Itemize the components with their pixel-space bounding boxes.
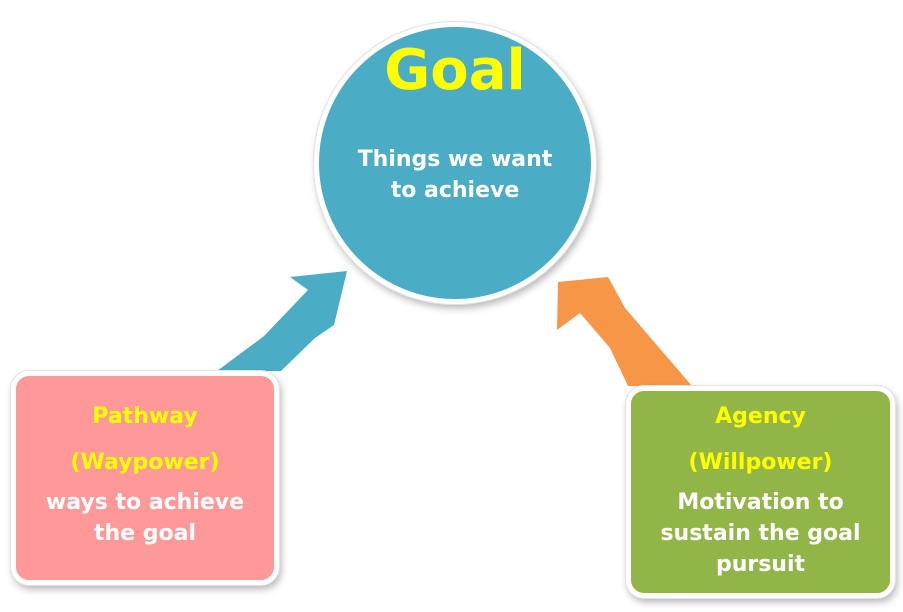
agency-arrow xyxy=(557,277,692,386)
goal-title: Goal xyxy=(384,38,526,103)
agency-box: Agency (Willpower) Motivation to sustain… xyxy=(626,386,895,598)
agency-title: Agency xyxy=(715,404,806,429)
pathway-subtitle: (Waypower) xyxy=(70,450,220,475)
pathway-description: ways to achieve the goal xyxy=(45,490,245,546)
agency-subtitle: (Willpower) xyxy=(688,450,833,475)
pathway-title: Pathway xyxy=(92,404,198,429)
goal-description: Things we want to achieve xyxy=(357,147,553,203)
pathway-box: Pathway (Waypower) ways to achieve the g… xyxy=(11,371,279,585)
pathway-arrow xyxy=(217,271,347,371)
agency-description: Motivation to sustain the goal pursuit xyxy=(660,490,861,577)
goal-circle: Goal Things we want to achieve xyxy=(314,22,596,304)
